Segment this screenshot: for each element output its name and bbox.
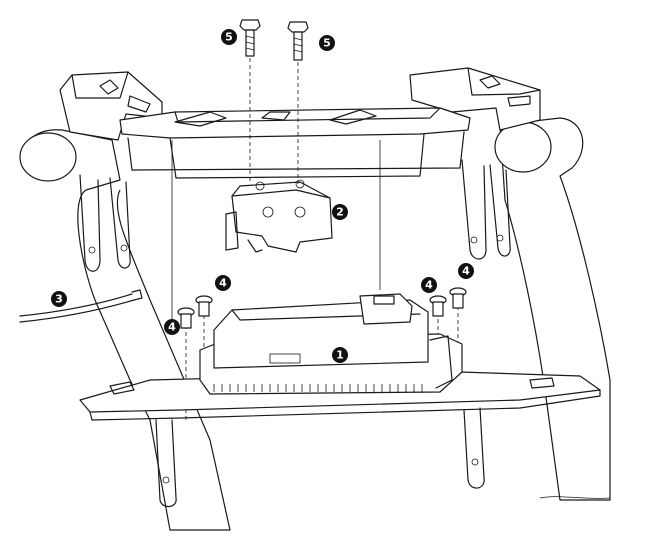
bolt-part-5-right <box>287 21 309 61</box>
bolt-part-4-d <box>449 287 467 309</box>
right-upper-bracket <box>409 67 541 131</box>
svg-text:4: 4 <box>219 277 227 290</box>
svg-text:5: 5 <box>323 37 331 50</box>
callout-4-a: 4 <box>215 275 231 291</box>
callout-3: 3 <box>51 291 67 307</box>
svg-text:2: 2 <box>336 206 344 219</box>
bolt-part-4-b <box>195 295 213 317</box>
callout-2: 2 <box>332 204 348 220</box>
svg-text:5: 5 <box>225 31 233 44</box>
callout-4-b: 4 <box>164 319 180 335</box>
callout-5-b: 5 <box>319 35 335 51</box>
mounting-bracket-part-2 <box>225 179 333 253</box>
left-frame-tube <box>19 129 231 531</box>
callout-4-c: 4 <box>421 277 437 293</box>
bolt-part-4-a <box>177 307 195 329</box>
bolt-part-4-c <box>429 295 447 317</box>
bolt-part-5-left <box>239 19 261 57</box>
svg-text:4: 4 <box>462 265 470 278</box>
callout-4-d: 4 <box>458 263 474 279</box>
svg-text:4: 4 <box>168 321 176 334</box>
svg-text:1: 1 <box>336 349 344 362</box>
svg-text:3: 3 <box>55 293 63 306</box>
callout-5-a: 5 <box>221 29 237 45</box>
top-cross-plate <box>119 107 471 179</box>
right-frame-tube <box>461 117 611 501</box>
cable-part-3 <box>19 289 143 323</box>
callout-1: 1 <box>332 347 348 363</box>
svg-text:4: 4 <box>425 279 433 292</box>
controller-unit-part-1 <box>199 293 463 395</box>
